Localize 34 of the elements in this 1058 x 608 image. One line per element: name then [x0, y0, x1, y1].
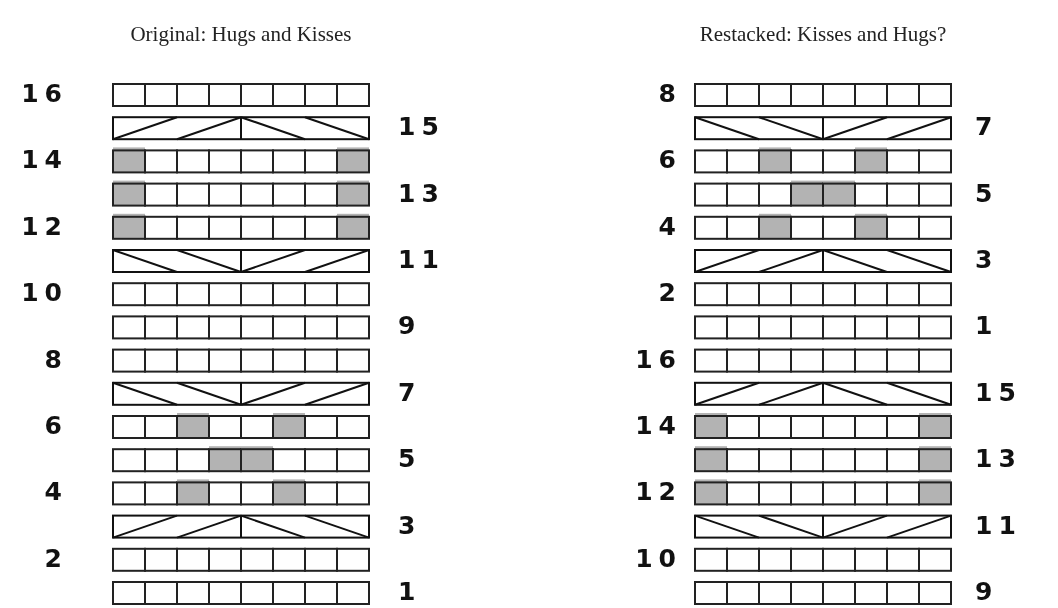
row-number: 15	[398, 112, 445, 143]
row-number: 7	[975, 112, 999, 143]
row-number: 15	[975, 377, 1022, 408]
row-number: 11	[398, 245, 445, 275]
chart-heading: Original: Hugs and Kisses	[129, 22, 353, 47]
row-number: 8	[44, 344, 68, 375]
row-number: 1	[975, 311, 999, 342]
row-number: 10	[635, 543, 682, 574]
row-number: 3	[398, 510, 422, 541]
row-number: 1	[398, 577, 422, 607]
row-number: 3	[975, 245, 999, 275]
row-number: 8	[658, 79, 682, 109]
row-number: 5	[398, 444, 422, 475]
row-number: 13	[398, 178, 445, 209]
row-number: 14	[21, 145, 68, 176]
row-number: 9	[975, 577, 999, 607]
row-number: 7	[398, 377, 422, 408]
row-number: 16	[635, 344, 682, 375]
row-number: 4	[44, 477, 68, 508]
chart-heading: Restacked: Kisses and Hugs?	[698, 22, 948, 47]
row-number: 9	[398, 311, 422, 342]
row-number: 6	[44, 411, 68, 441]
row-number: 2	[44, 543, 68, 574]
row-number: 12	[21, 211, 68, 242]
row-number: 16	[21, 79, 68, 109]
row-number: 10	[21, 278, 68, 309]
row-number: 6	[658, 145, 682, 176]
row-number: 11	[975, 510, 1022, 541]
row-number: 12	[635, 477, 682, 508]
row-number: 4	[658, 211, 682, 242]
row-number: 2	[658, 278, 682, 309]
row-number: 14	[635, 411, 682, 441]
row-number: 5	[975, 178, 999, 209]
row-number: 13	[975, 444, 1022, 475]
